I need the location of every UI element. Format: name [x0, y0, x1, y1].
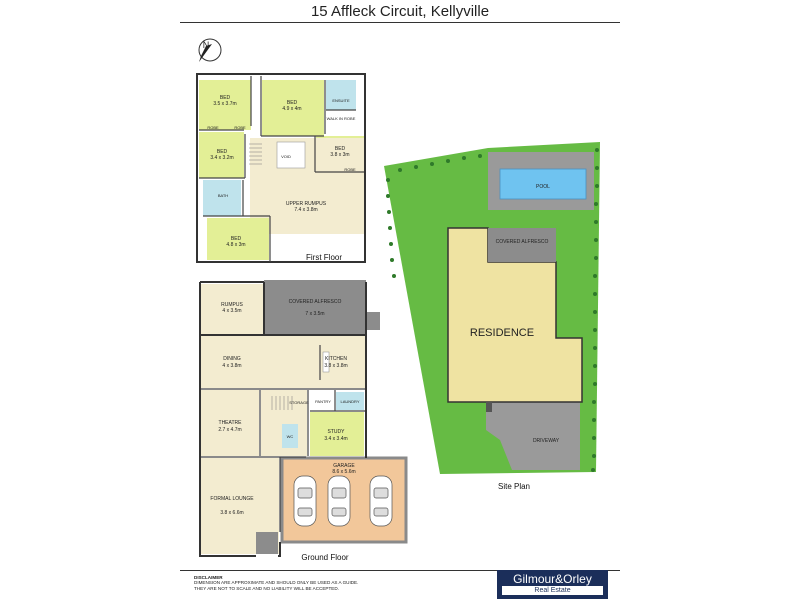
disclaimer-line-1: DIMENSION ARE APPROXIMATE AND SHOULD ONL…: [194, 580, 359, 586]
ff-bed-2: [262, 80, 324, 136]
ff-void-label: VOID: [281, 154, 291, 159]
ff-bed-1: [199, 80, 251, 130]
first-floor-caption: First Floor: [306, 253, 342, 262]
pool: [499, 168, 587, 200]
gf-pantry-label: PANTRY: [315, 399, 331, 404]
ff-bed-3-label: BED: [217, 149, 228, 155]
gf-theatre: [201, 390, 259, 456]
gf-laundry: [336, 392, 364, 410]
residence-label: RESIDENCE: [470, 327, 534, 339]
pool-label: POOL: [536, 184, 550, 190]
agency-logo: Gilmour&Orley Real Estate: [497, 570, 608, 599]
gf-kitchen-dims: 3.8 x 3.8m: [324, 363, 347, 369]
ff-bed-4-label: BED: [335, 146, 346, 152]
gf-laundry-label: LAUNDRY: [340, 399, 359, 404]
gf-dining-dims: 4 x 3.8m: [222, 363, 241, 369]
ff-bath-label: BATH: [218, 193, 228, 198]
ff-bed-3: [199, 132, 244, 178]
ground-floor-plan: RUMPUS 4 x 3.5m COVERED ALFRESCO 7 x 3.5…: [199, 280, 408, 562]
gf-rumpus-dims: 4 x 3.5m: [222, 308, 241, 314]
gf-rumpus-label: RUMPUS: [221, 302, 243, 308]
disclaimer: DISCLAIMER DIMENSION ARE APPROXIMATE AND…: [194, 575, 358, 591]
ff-bed-4-dims: 3.8 x 3m: [330, 152, 349, 158]
ff-walk-in-robe: [326, 110, 356, 134]
title-divider: [180, 22, 620, 23]
gf-rumpus: [201, 284, 263, 334]
gf-study-label: STUDY: [328, 429, 346, 435]
car-icon: [293, 475, 393, 527]
ff-ensuite-label: ENSUITE: [332, 98, 350, 103]
ground-floor-caption: Ground Floor: [301, 553, 348, 562]
ff-bed-2-dims: 4.9 x 4m: [282, 106, 301, 112]
ff-robe-3-label: ROBE: [344, 167, 356, 172]
ff-void: [276, 141, 306, 169]
gf-pantry: [312, 392, 334, 410]
gf-wc-label: WC: [287, 434, 294, 439]
site-covered-alfresco: [488, 228, 556, 262]
page-title: 15 Affleck Circuit, Kellyville: [310, 3, 490, 20]
site-plan-caption: Site Plan: [498, 482, 530, 491]
gf-storage-label: STORAGE: [289, 400, 309, 405]
gf-study: [310, 412, 364, 456]
gf-theatre-dims: 2.7 x 4.7m: [218, 427, 241, 433]
ff-bed-2-label: BED: [287, 100, 298, 106]
driveway: [486, 402, 580, 470]
disclaimer-heading: DISCLAIMER: [194, 575, 223, 580]
ff-robe-1-label: ROBE: [207, 125, 219, 130]
footer-divider: [180, 570, 620, 571]
gf-garage-label: GARAGE: [333, 463, 355, 469]
ff-bed-5-label: BED: [231, 236, 242, 242]
gf-alfresco-dims: 7 x 3.5m: [305, 311, 324, 317]
ff-bed-3-dims: 3.4 x 3.2m: [210, 155, 233, 161]
ff-bed-1-dims: 3.5 x 3.7m: [213, 101, 236, 107]
gf-wc: [282, 424, 298, 448]
gf-study-dims: 3.4 x 3.4m: [324, 436, 347, 442]
ff-bed-5-dims: 4.8 x 3m: [226, 242, 245, 248]
gf-dining-kitchen: [201, 336, 365, 388]
agency-name: Gilmour&Orley: [513, 572, 592, 586]
first-floor-plan: BED 3.5 x 3.7m BED 4.9 x 4m ENSUITE WALK…: [196, 73, 366, 263]
gf-covered-alfresco: [264, 280, 366, 334]
site-covered-alfresco-label: COVERED ALFRESCO: [496, 239, 549, 245]
north-label: N: [203, 40, 210, 50]
gf-formal-lounge-dims: 3.8 x 6.6m: [220, 510, 243, 516]
ff-bed-5: [207, 218, 269, 260]
gf-dining-label: DINING: [223, 356, 241, 362]
ff-upper-rumpus-dims: 7.4 x 3.8m: [294, 207, 317, 213]
gf-garage-dims: 8.6 x 5.6m: [332, 469, 355, 475]
gf-theatre-label: THEATRE: [219, 420, 243, 426]
driveway-label: DRIVEWAY: [533, 438, 560, 444]
ff-robe-2-label: ROBE: [234, 125, 246, 130]
site-plan: POOL COVERED ALFRESCO RESIDENCE DRIVEWAY…: [384, 142, 600, 491]
agency-subtitle: Real Estate: [502, 586, 603, 595]
ff-ensuite: [326, 80, 356, 110]
gf-kitchen-label: KITCHEN: [325, 356, 347, 362]
north-arrow-icon: N: [198, 38, 222, 62]
ff-bed-1-label: BED: [220, 95, 231, 101]
disclaimer-line-2: THEY ARE NOT TO SCALE AND NO LIABILITY W…: [194, 585, 339, 591]
ff-bath: [203, 180, 241, 216]
ff-walk-in-robe-label: WALK IN ROBE: [327, 116, 356, 121]
gf-formal-lounge-label: FORMAL LOUNGE: [210, 496, 254, 502]
ff-upper-rumpus-label: UPPER RUMPUS: [286, 201, 327, 207]
gf-alfresco-label: COVERED ALFRESCO: [289, 299, 342, 305]
